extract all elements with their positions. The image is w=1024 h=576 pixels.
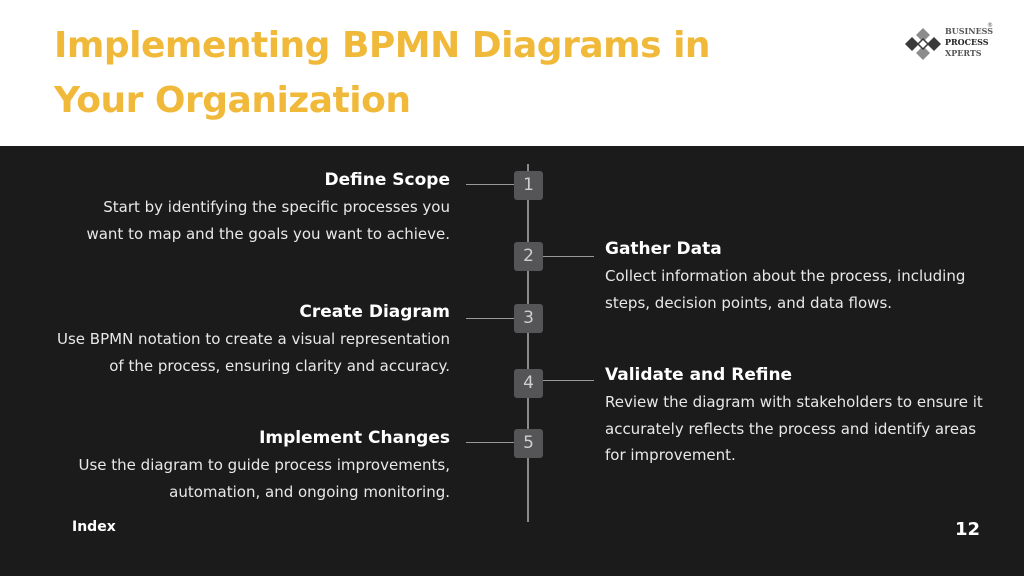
page-title-line-1: Implementing BPMN Diagrams in: [54, 25, 711, 66]
connector-step-2: [543, 256, 594, 257]
logo-wordmark: BUSINESS PROCESS XPERTS: [945, 26, 993, 59]
step-implement-changes: Implement Changes Use the diagram to gui…: [40, 425, 451, 505]
step-title: Gather Data: [605, 239, 722, 259]
logo-line-2: PROCESS: [945, 37, 989, 47]
step-validate-refine: Validate and Refine Review the diagram w…: [605, 362, 1000, 469]
step-number-4: 4: [514, 369, 543, 398]
step-description: Use BPMN notation to create a visual rep…: [57, 330, 450, 375]
step-gather-data: Gather Data Collect information about th…: [605, 236, 1000, 316]
connector-step-5: [466, 442, 514, 443]
logo-line-3: XPERTS: [945, 48, 982, 58]
step-description: Review the diagram with stakeholders to …: [605, 393, 983, 464]
step-create-diagram: Create Diagram Use BPMN notation to crea…: [40, 299, 450, 379]
page-title: Implementing BPMN Diagrams in Your Organ…: [54, 18, 814, 128]
page-number: 12: [954, 519, 980, 540]
step-number-3: 3: [514, 304, 543, 333]
connector-step-1: [466, 184, 514, 185]
step-title: Implement Changes: [259, 428, 450, 448]
connector-step-3: [466, 318, 514, 319]
step-title: Create Diagram: [299, 302, 450, 322]
step-description: Use the diagram to guide process improve…: [78, 456, 451, 501]
step-title: Define Scope: [324, 170, 451, 190]
content-panel: [0, 146, 1024, 576]
step-number-2: 2: [514, 242, 543, 271]
connector-step-4: [543, 380, 594, 381]
step-description: Collect information about the process, i…: [605, 267, 966, 312]
step-number-5: 5: [514, 429, 543, 458]
page-title-line-2: Your Organization: [54, 80, 411, 121]
step-title: Validate and Refine: [605, 365, 793, 385]
step-number-1: 1: [514, 171, 543, 200]
step-description: Start by identifying the specific proces…: [86, 198, 450, 243]
slide-header: Implementing BPMN Diagrams in Your Organ…: [0, 0, 1024, 146]
step-define-scope: Define Scope Start by identifying the sp…: [40, 167, 450, 247]
index-link[interactable]: Index: [72, 519, 116, 535]
diamond-logo-icon: [905, 28, 941, 60]
registered-mark: ®: [987, 22, 993, 29]
timeline-line: [527, 164, 529, 522]
logo-line-1: BUSINESS: [945, 26, 994, 36]
company-logo: BUSINESS PROCESS XPERTS ®: [903, 22, 1003, 64]
